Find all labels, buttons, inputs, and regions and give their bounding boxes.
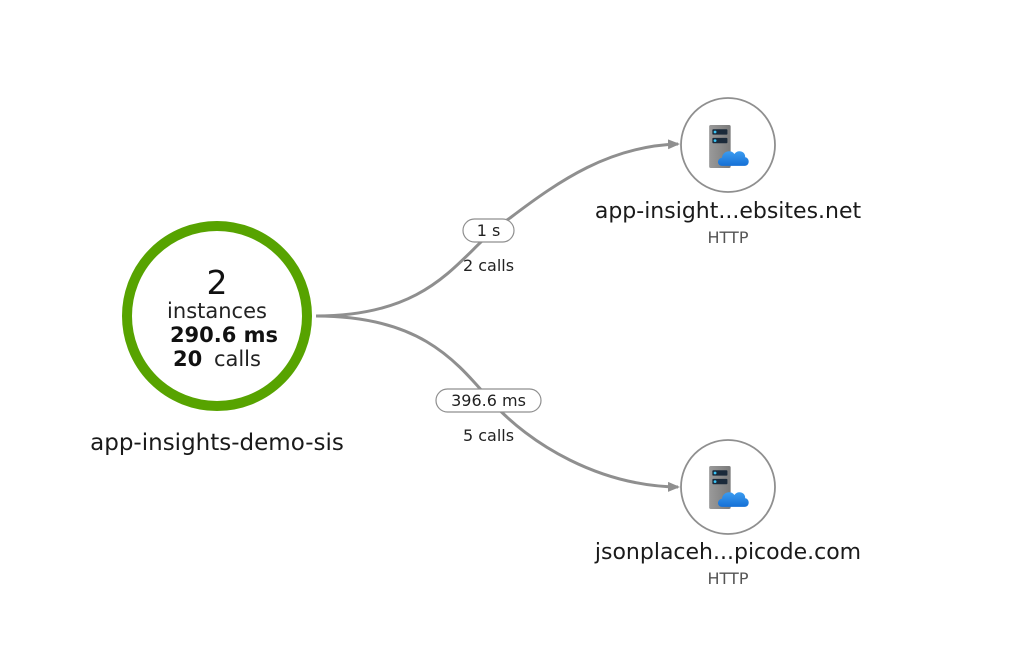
edge-1-calls: 2 calls	[463, 256, 514, 275]
edge-to-dependency-1[interactable]: 1 s 2 calls	[315, 139, 680, 318]
dependency-2-type: HTTP	[708, 569, 749, 588]
edge-1-line[interactable]	[315, 139, 680, 318]
app-calls-line: 20 calls	[173, 347, 261, 371]
app-calls-count: 20	[173, 347, 202, 371]
dependency-node-2[interactable]: jsonplaceh...picode.com HTTP	[594, 439, 861, 588]
app-node-name: app-insights-demo-sis	[90, 430, 344, 456]
edge-to-dependency-2[interactable]: 396.6 ms 5 calls	[315, 314, 680, 492]
edge-2-duration-badge[interactable]	[435, 388, 542, 413]
app-duration: 290.6 ms	[170, 323, 278, 347]
instances-label: instances	[167, 299, 267, 323]
dependency-node-1[interactable]: app-insight...ebsites.net HTTP	[595, 97, 862, 247]
instance-count: 2	[207, 263, 228, 302]
dependency-2-name: jsonplaceh...picode.com	[594, 540, 861, 565]
edge-1-duration-badge[interactable]	[462, 218, 515, 243]
app-node-health-ring[interactable]	[122, 221, 312, 411]
edge-2-duration: 396.6 ms	[451, 391, 526, 410]
dependency-1-type: HTTP	[708, 228, 749, 247]
edge-1-duration: 1 s	[477, 221, 501, 240]
app-calls-label: calls	[214, 347, 261, 371]
dependency-1-name: app-insight...ebsites.net	[595, 199, 862, 224]
edge-2-calls: 5 calls	[463, 426, 514, 445]
app-node[interactable]: 2 instances 290.6 ms 20 calls app-insigh…	[90, 221, 344, 456]
